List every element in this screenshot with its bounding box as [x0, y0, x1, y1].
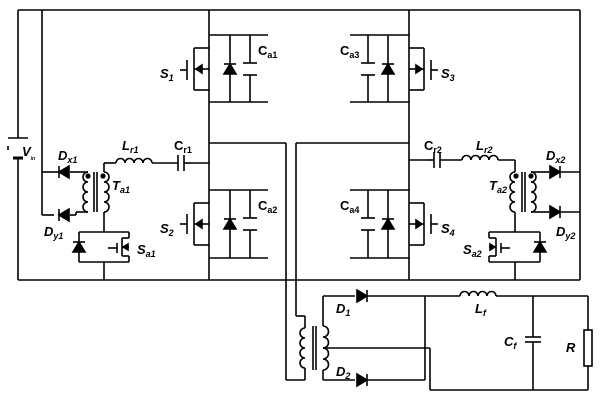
ta2-label: Ta2: [489, 178, 507, 195]
d1-label: D1: [336, 301, 350, 318]
dx2-label: Dx2: [546, 148, 565, 165]
d2-label: D2: [336, 364, 350, 381]
dx1-label: Dx1: [58, 148, 77, 165]
s1-label: S1: [160, 66, 174, 83]
cr2-label: Cr2: [424, 138, 442, 155]
left-aux-branch: [42, 155, 191, 280]
vin-label: Vin: [22, 144, 35, 162]
output-transformer: [296, 296, 431, 390]
right-aux-branch: [427, 152, 580, 280]
main-frame-wires: [17, 9, 581, 381]
lr2-label: Lr2: [476, 138, 492, 155]
vin-source: [7, 137, 28, 160]
s4-label: S4: [441, 221, 455, 238]
s3-label: S3: [441, 66, 455, 83]
cf-label: Cf: [504, 334, 517, 351]
output-rectifier: [323, 289, 593, 391]
s1-switch-cell: [180, 34, 268, 103]
ca1-label: Ca1: [258, 43, 277, 60]
s4-switch-cell: [350, 189, 438, 259]
dy2-label: Dy2: [556, 224, 575, 241]
ca2-label: Ca2: [258, 198, 277, 215]
sa2-label: Sa2: [463, 242, 482, 259]
lr1-label: Lr1: [122, 138, 138, 155]
lf-label: Lf: [475, 301, 487, 318]
dy1-label: Dy1: [44, 224, 63, 241]
ca3-label: Ca3: [340, 43, 359, 60]
s2-switch-cell: [180, 189, 268, 259]
sa1-label: Sa1: [137, 242, 156, 259]
s2-label: S2: [160, 221, 174, 238]
s3-switch-cell: [350, 34, 438, 103]
ta1-label: Ta1: [112, 178, 130, 195]
ca4-label: Ca4: [340, 198, 359, 215]
r-label: R: [566, 340, 576, 355]
cr1-label: Cr1: [174, 138, 192, 155]
